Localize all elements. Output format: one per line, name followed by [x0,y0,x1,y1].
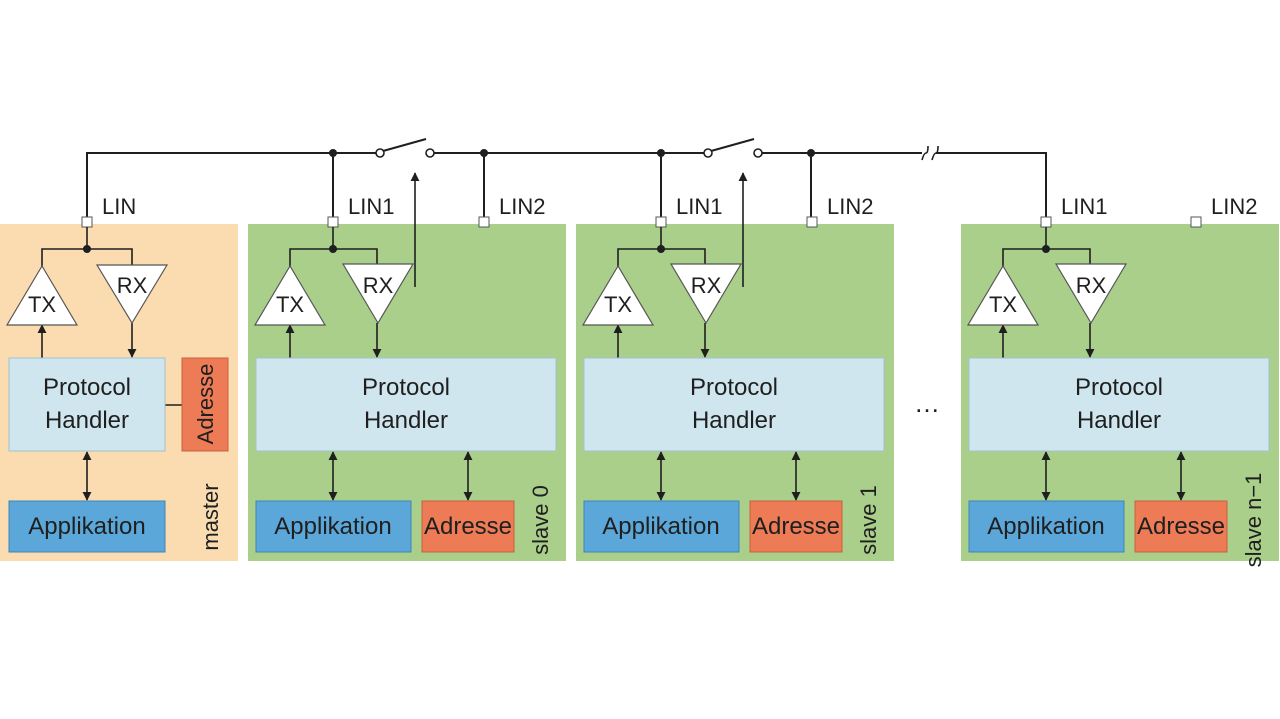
slave-adresse-block [421,500,515,553]
master-lin-pin [81,216,93,228]
slave-node-label: slave 1 [856,485,881,555]
master-tx-amplifier [5,264,79,326]
slave-handler-line2: Handler [692,407,776,434]
master-handler-line1: Protocol [43,374,131,401]
slave-lin1-pin [327,216,339,228]
slave-rx-label: RX [691,273,722,298]
slave-protocol-handler [255,357,557,452]
bus-segment-master [86,152,378,217]
slave-lin1-label: LIN1 [1061,194,1107,219]
slave-lin2-label: LIN2 [827,194,873,219]
slave-lin1-label: LIN1 [676,194,722,219]
slave-node-2: LIN1 LIN2 TX RX Protocol Handler Applika… [961,194,1279,567]
slave-rx-amplifier [1054,263,1128,325]
slave-node-label: slave n−1 [1241,473,1266,568]
master-rx-label: RX [117,273,148,298]
master-applikation-label: Applikation [28,513,145,540]
slave-node-0: LIN1 LIN2 TX RX Protocol Handler Applika… [248,172,566,561]
switch-slave0 [375,138,435,158]
slave-applikation-block [968,500,1125,553]
slave-applikation-block [255,500,412,553]
slave-tx-amplifier [253,264,327,326]
slave-adresse-label: Adresse [424,513,512,540]
master-adresse-block [181,357,229,452]
slave-lin2-pin [806,216,818,228]
master-node: LIN TX RX Protocol Handler Adresse Appli… [0,194,238,561]
slave-node-label: slave 0 [528,485,553,555]
slave-lin2-pin [1190,216,1202,228]
master-applikation-block [8,500,166,553]
slave-node-1: LIN1 LIN2 TX RX Protocol Handler Applika… [576,172,894,561]
slave-rx-label: RX [363,273,394,298]
master-tx-label: TX [28,292,56,317]
master-rx-amplifier [95,264,169,325]
slave-tx-label: TX [989,292,1017,317]
slave-lin2-pin [478,216,490,228]
slave-protocol-handler [583,357,885,452]
more-slaves-ellipsis: … [914,388,940,418]
slave-tx-amplifier [581,264,655,326]
slave-rx-amplifier [669,263,743,325]
bus-break-mark [921,145,939,161]
slave-applikation-label: Applikation [987,513,1104,540]
slave-tx-amplifier [966,264,1040,326]
slave-handler-line1: Protocol [362,374,450,401]
bus-junction-dots [329,149,815,157]
slave-tx-label: TX [604,292,632,317]
slave-rx-label: RX [1076,273,1107,298]
slave-adresse-label: Adresse [752,513,840,540]
slave-protocol-handler [968,357,1270,452]
master-protocol-handler [8,357,166,452]
slave-lin1-pin [1040,216,1052,228]
slave-rx-amplifier [341,263,415,325]
slave-handler-line2: Handler [364,407,448,434]
slave-handler-line1: Protocol [690,374,778,401]
slave-applikation-label: Applikation [274,513,391,540]
master-adresse-label: Adresse [193,364,218,445]
slave-applikation-block [583,500,740,553]
slave-lin1-label: LIN1 [348,194,394,219]
slave-handler-line2: Handler [1077,407,1161,434]
slave-lin2-label: LIN2 [1211,194,1257,219]
lin-bus [86,152,1047,217]
master-node-label: master [198,483,223,550]
master-handler-line2: Handler [45,407,129,434]
slave-adresse-label: Adresse [1137,513,1225,540]
switch-slave1 [703,138,763,158]
slave-lin1-pin [655,216,667,228]
master-lin-label: LIN [102,194,136,219]
slave-handler-line1: Protocol [1075,374,1163,401]
slave-applikation-label: Applikation [602,513,719,540]
bus-segment-2b [936,152,1047,217]
slave-lin2-label: LIN2 [499,194,545,219]
slave-tx-label: TX [276,292,304,317]
slave-adresse-block [749,500,843,553]
slave-adresse-block [1134,500,1228,553]
